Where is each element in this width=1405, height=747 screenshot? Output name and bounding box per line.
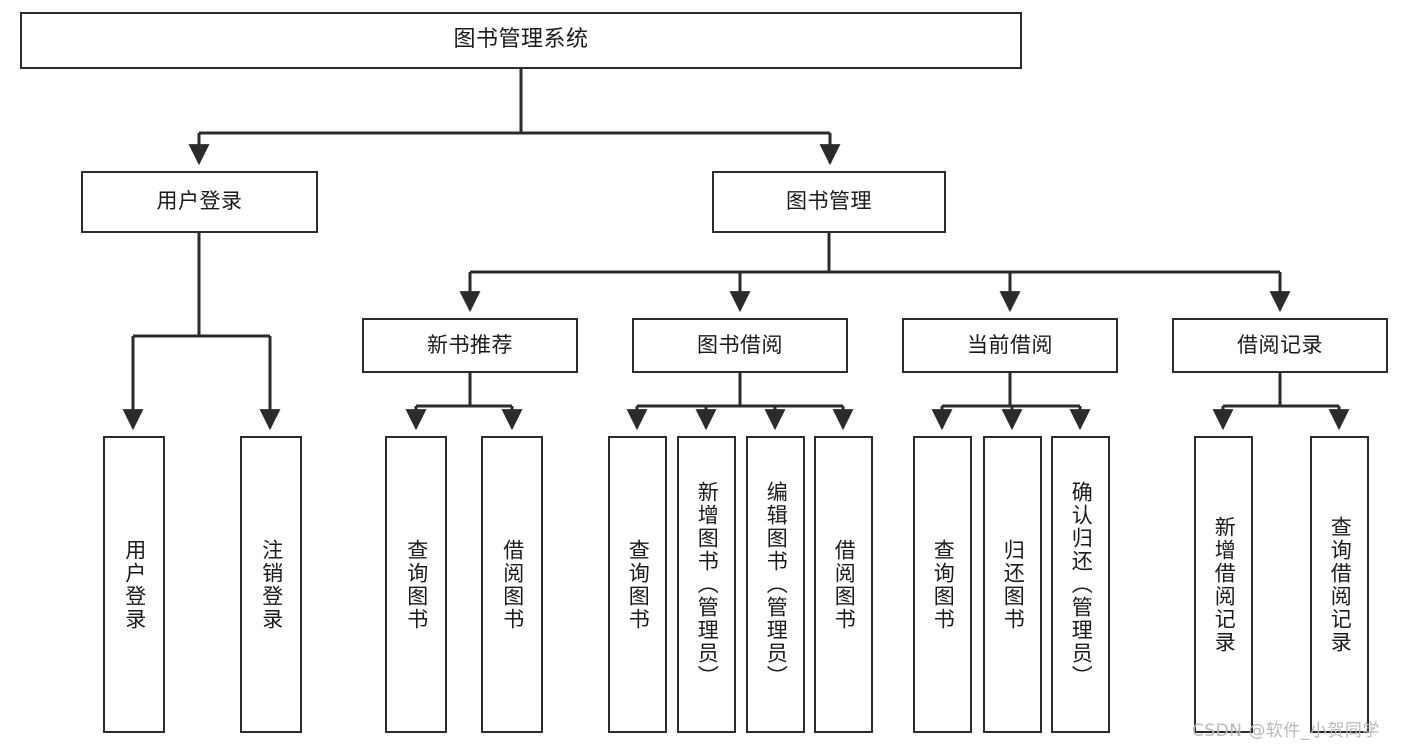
node-leaf-logout[interactable]: 注销登录 xyxy=(240,436,302,733)
node-leaf-query-book-borrow-label: 查询图书 xyxy=(626,538,651,631)
node-leaf-user-login-label: 用户登录 xyxy=(122,538,147,631)
node-leaf-add-borrow-record[interactable]: 新增借阅记录 xyxy=(1194,436,1253,733)
node-leaf-user-login[interactable]: 用户登录 xyxy=(103,436,165,733)
node-current-borrow[interactable]: 当前借阅 xyxy=(902,318,1118,373)
node-leaf-query-book-current-label: 查询图书 xyxy=(931,538,956,631)
node-new-book-recommend[interactable]: 新书推荐 xyxy=(362,318,578,373)
node-leaf-query-book-borrow[interactable]: 查询图书 xyxy=(608,436,667,733)
node-leaf-query-borrow-record[interactable]: 查询借阅记录 xyxy=(1310,436,1369,733)
node-leaf-return-book[interactable]: 归还图书 xyxy=(983,436,1042,733)
node-leaf-edit-book-admin-label: 编辑图书（管理员） xyxy=(764,481,789,688)
node-leaf-query-book-rec[interactable]: 查询图书 xyxy=(385,436,447,733)
node-root-label: 图书管理系统 xyxy=(453,27,589,53)
node-root[interactable]: 图书管理系统 xyxy=(20,12,1022,69)
node-user-login[interactable]: 用户登录 xyxy=(81,171,318,233)
node-leaf-query-book-current[interactable]: 查询图书 xyxy=(913,436,972,733)
node-book-borrow-label: 图书借阅 xyxy=(697,332,783,357)
node-leaf-query-book-rec-label: 查询图书 xyxy=(404,538,429,631)
node-book-borrow[interactable]: 图书借阅 xyxy=(632,318,848,373)
node-leaf-edit-book-admin[interactable]: 编辑图书（管理员） xyxy=(746,436,805,733)
node-leaf-add-book-admin[interactable]: 新增图书（管理员） xyxy=(677,436,736,733)
node-leaf-return-book-label: 归还图书 xyxy=(1001,538,1026,631)
node-leaf-confirm-return-admin-label: 确认归还（管理员） xyxy=(1069,481,1094,688)
node-leaf-confirm-return-admin[interactable]: 确认归还（管理员） xyxy=(1051,436,1110,733)
node-leaf-borrow-book-rec-label: 借阅图书 xyxy=(500,538,525,631)
node-current-borrow-label: 当前借阅 xyxy=(967,332,1053,357)
node-leaf-borrow-book-label: 借阅图书 xyxy=(832,538,857,631)
node-borrow-record[interactable]: 借阅记录 xyxy=(1172,318,1388,373)
node-leaf-query-borrow-record-label: 查询借阅记录 xyxy=(1328,515,1353,654)
node-leaf-logout-label: 注销登录 xyxy=(259,538,284,631)
node-book-manage-label: 图书管理 xyxy=(786,189,872,214)
node-user-login-label: 用户登录 xyxy=(156,189,243,214)
node-leaf-borrow-book[interactable]: 借阅图书 xyxy=(814,436,873,733)
node-leaf-borrow-book-rec[interactable]: 借阅图书 xyxy=(481,436,543,733)
node-new-book-recommend-label: 新书推荐 xyxy=(427,332,513,357)
node-leaf-add-borrow-record-label: 新增借阅记录 xyxy=(1212,515,1237,654)
node-book-manage[interactable]: 图书管理 xyxy=(712,171,946,233)
node-leaf-add-book-admin-label: 新增图书（管理员） xyxy=(695,481,720,688)
node-borrow-record-label: 借阅记录 xyxy=(1237,332,1323,357)
csdn-watermark: CSDN @软件_小贺同学 xyxy=(1192,721,1380,741)
